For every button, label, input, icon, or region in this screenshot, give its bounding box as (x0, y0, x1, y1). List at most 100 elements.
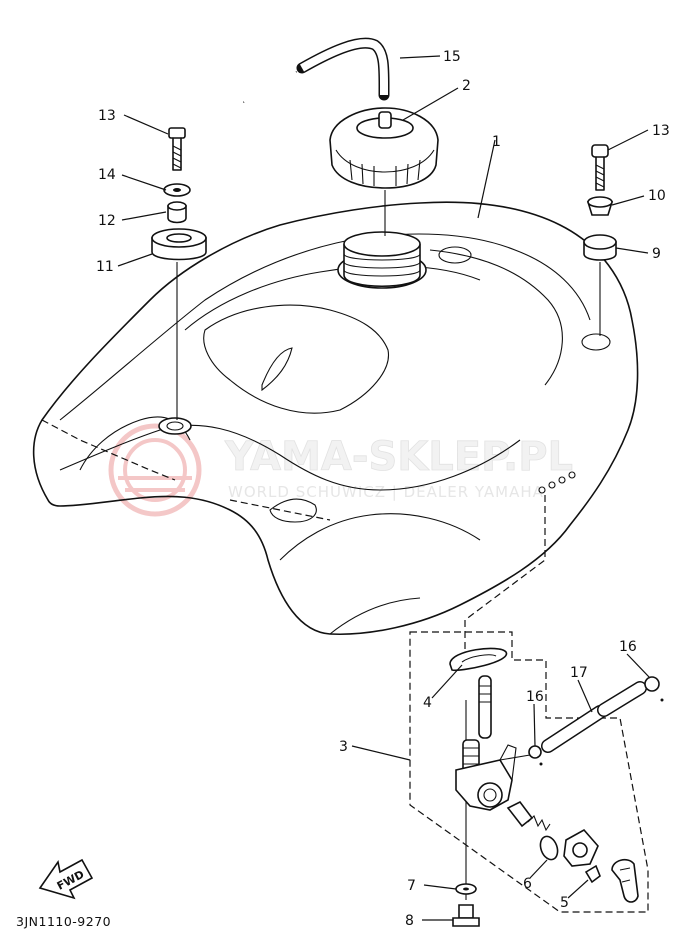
gasket-4 (449, 647, 507, 672)
left-bolt-13-shank (172, 137, 182, 171)
fuel-cap (329, 107, 439, 189)
tank-front-curve (329, 597, 421, 635)
filler-neck-threads (343, 253, 421, 277)
right-bolt-13-shank (595, 156, 605, 191)
left-bolt-13-thread (172, 145, 182, 169)
tank-right-mount-hole (581, 333, 611, 351)
leader-1 (477, 139, 496, 219)
fwd-arrow: FWD (38, 858, 94, 900)
clip-16-right (644, 676, 660, 692)
watermark-brand: YAMA-SKLEP.PL (224, 434, 573, 480)
petcock-reserve-tube-screen (479, 685, 491, 703)
left-bolt-13-head (168, 127, 186, 139)
callout-17: 17 (570, 665, 588, 681)
petcock-cover-plate-bore (572, 842, 588, 858)
right-collar-10-top (587, 196, 613, 208)
fwd-arrow-shape (38, 858, 94, 900)
tank-petcock-bolt-holes (538, 471, 576, 494)
tank-front-lip (279, 513, 481, 561)
left-washer-14-hole (173, 188, 181, 192)
fuel-cap-grips (349, 159, 421, 186)
left-damper-11-slot (166, 233, 192, 243)
leader-11 (117, 253, 153, 267)
tank-hidden-edge (41, 419, 331, 521)
callout-14: 14 (98, 167, 116, 183)
fuel-cock-parts (449, 647, 664, 927)
fuel-cap-vent-nipple (378, 111, 392, 129)
drawing-code: 3JN1110-9270 (16, 914, 111, 929)
tank-outline (32, 201, 639, 636)
right-mount-hardware (583, 144, 617, 261)
callout-7: 7 (407, 878, 416, 894)
tank-bottom-tab (269, 498, 317, 523)
tank-vent-fin (261, 347, 293, 392)
left-mount-hardware (151, 127, 207, 261)
callout-3: 3 (339, 739, 348, 755)
leader-5 (567, 879, 589, 899)
watermark-logo-ring (108, 423, 202, 517)
petcock-main-tube-screen (463, 747, 479, 765)
right-bolt-13-thread (595, 164, 605, 188)
tank-inner-ridge (184, 265, 481, 331)
petcock-reserve-tube (478, 675, 492, 739)
callout-6: 6 (523, 876, 532, 892)
leader-3 (351, 745, 411, 761)
clip-16-left (528, 745, 542, 759)
fuel-hose-17-right-fill (598, 682, 646, 716)
tank-left-mount-hole (158, 417, 192, 435)
right-bolt-13-head (591, 144, 609, 158)
callout-2: 2 (462, 78, 471, 94)
breather-hose (242, 37, 390, 106)
hose-segment-left-fill (242, 68, 298, 106)
o-ring-6 (539, 835, 559, 861)
tank-lower-edge (59, 424, 521, 491)
petcock-hidden-line (464, 495, 546, 665)
callout-10: 10 (648, 188, 666, 204)
leader-10 (611, 195, 645, 206)
filler-neck-opening (343, 231, 421, 257)
tank-top-depression (438, 246, 472, 264)
callout-8: 8 (405, 913, 414, 929)
callout-12: 12 (98, 213, 116, 229)
watermark-tagline: WORLD SCHUWICZ | DEALER YAMAHA (228, 483, 544, 501)
fuel-tank (32, 201, 639, 636)
petcock-plunger (506, 800, 534, 828)
gasket-4-slot (461, 654, 497, 663)
fuel-cap-rim (335, 149, 435, 173)
watermark-logo-inner-ring (123, 438, 187, 502)
leader-16-left (533, 703, 536, 747)
watermark-logo-stripes (118, 476, 192, 492)
filler-neck (343, 244, 421, 287)
callout-15: 15 (443, 49, 461, 65)
drain-bolt-8-flange (452, 917, 480, 927)
watermark: YAMA-SKLEP.PL WORLD SCHUWICZ | DEALER YA… (108, 423, 573, 517)
petcock-valve-bore-inner (483, 788, 497, 802)
fuel-cock-assembly-boundary (409, 631, 649, 913)
petcock-outlet-spigot (499, 744, 517, 781)
right-damper-9-top (583, 234, 617, 250)
leader-6 (529, 859, 548, 879)
callout-1: 1 (492, 134, 501, 150)
alignment-lines (41, 190, 601, 900)
petcock-valve-bore (477, 782, 503, 808)
callout-5: 5 (560, 895, 569, 911)
leader-2 (402, 87, 459, 121)
leader-13-left (123, 114, 169, 135)
callout-11: 11 (96, 259, 114, 275)
tank-top-ridge (59, 233, 591, 421)
leader-7 (423, 884, 457, 890)
watermark-logo (108, 423, 202, 517)
callout-9: 9 (652, 246, 661, 262)
callout-13-left: 13 (98, 108, 116, 124)
callout-4: 4 (423, 695, 432, 711)
petcock-spring (527, 815, 551, 832)
left-collar-12-top (167, 201, 187, 211)
callout-13-right: 13 (652, 123, 670, 139)
callout-labels: 15 2 1 13 14 12 11 13 10 9 4 3 16 16 17 … (96, 49, 670, 929)
leader-9 (615, 247, 649, 254)
leader-lines (117, 55, 651, 921)
leader-14 (121, 174, 167, 191)
leader-16-right (626, 653, 651, 679)
tank-right-rail (429, 249, 563, 386)
